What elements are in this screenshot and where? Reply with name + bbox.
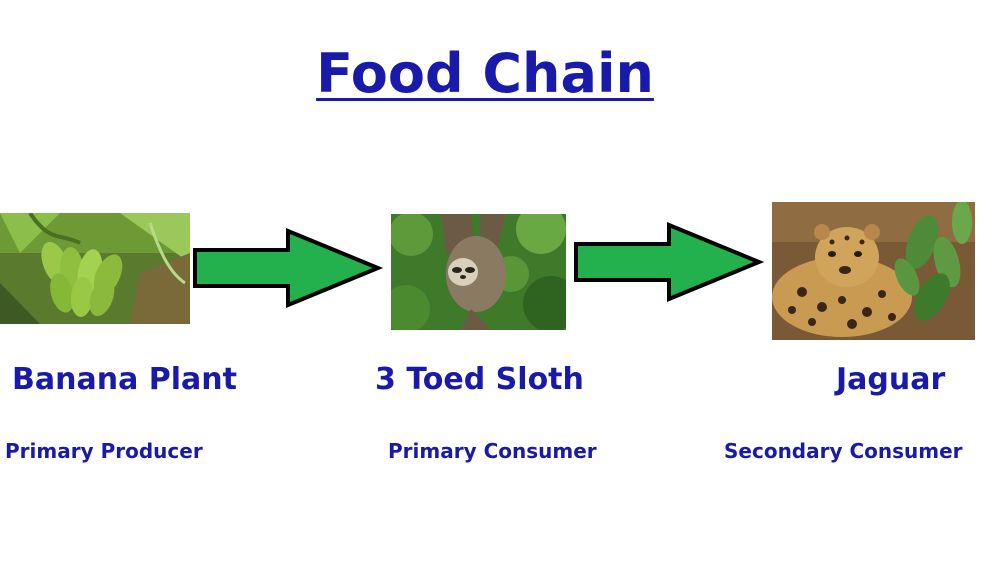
arrow-sloth-to-jaguar: [574, 222, 765, 302]
banana-plant-photo: [0, 213, 190, 324]
node-role-sloth: Primary Consumer: [388, 439, 597, 463]
sloth-photo: [391, 214, 566, 330]
diagram-title: Food Chain: [316, 42, 654, 105]
node-role-jaguar: Secondary Consumer: [724, 439, 963, 463]
jaguar-photo: [772, 202, 975, 340]
arrow-banana-to-sloth: [193, 228, 384, 308]
node-name-banana-plant: Banana Plant: [12, 362, 237, 397]
node-name-sloth: 3 Toed Sloth: [375, 362, 584, 397]
node-name-jaguar: Jaguar: [836, 362, 946, 397]
node-role-banana-plant: Primary Producer: [5, 439, 203, 463]
